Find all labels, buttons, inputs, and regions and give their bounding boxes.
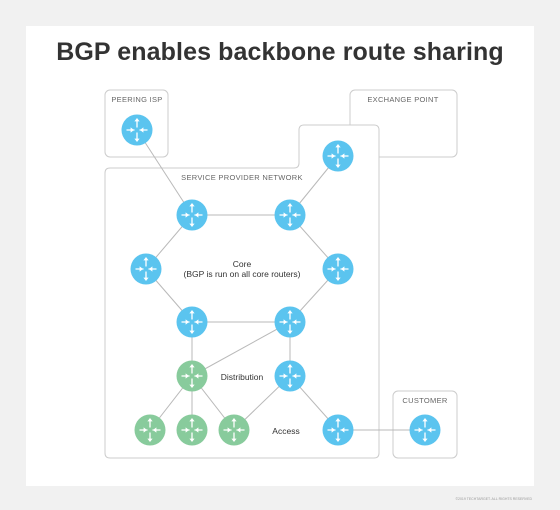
router-distribution-green xyxy=(176,360,208,392)
link xyxy=(191,321,291,377)
router-core-3 xyxy=(130,253,162,285)
router-customer xyxy=(409,414,441,446)
router-exchange xyxy=(322,140,354,172)
router-core-2 xyxy=(274,199,306,231)
router-core-1 xyxy=(176,199,208,231)
router-distribution-blue xyxy=(274,360,306,392)
router-core-4 xyxy=(322,253,354,285)
router-access-green-1 xyxy=(134,414,166,446)
link xyxy=(136,129,193,216)
customer-label: CUSTOMER xyxy=(402,396,447,405)
router-peering xyxy=(121,114,153,146)
core-title: Core xyxy=(233,259,252,269)
service-provider-region xyxy=(104,124,380,459)
diagram-title: BGP enables backbone route sharing xyxy=(56,38,504,66)
router-access-green-3 xyxy=(218,414,250,446)
router-core-6 xyxy=(274,306,306,338)
peering-isp-label: PEERING ISP xyxy=(111,95,162,104)
router-access-green-2 xyxy=(176,414,208,446)
exchange-point-label: EXCHANGE POINT xyxy=(367,95,438,104)
exchange-point-region xyxy=(349,89,458,158)
router-access-blue xyxy=(322,414,354,446)
core-note: (BGP is run on all core routers) xyxy=(184,269,301,279)
distribution-label: Distribution xyxy=(221,372,264,382)
customer-region xyxy=(392,390,458,459)
service-provider-label: SERVICE PROVIDER NETWORK xyxy=(181,173,303,182)
copyright-footer: ©2019 TECHTARGET. ALL RIGHTS RESERVED xyxy=(455,497,532,501)
peering-isp-region xyxy=(104,89,169,158)
access-label: Access xyxy=(272,426,299,436)
router-core-5 xyxy=(176,306,208,338)
